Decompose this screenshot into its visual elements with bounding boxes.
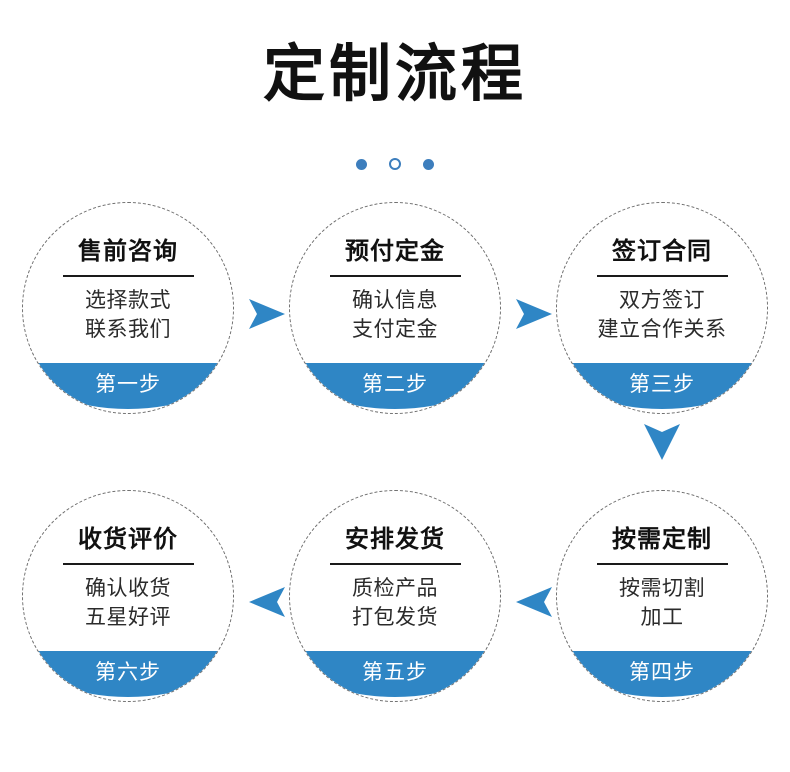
flow-row-bottom: 收货评价 确认收货 五星好评 第六步 安排发货 bbox=[0, 484, 790, 772]
flow-step-3-lines: 双方签订 建立合作关系 bbox=[598, 286, 727, 344]
flow-step-6-content: 收货评价 确认收货 五星好评 bbox=[23, 525, 233, 632]
flow-step-4-lines: 按需切割 加工 bbox=[619, 574, 705, 632]
flow-step-5-band: 第五步 bbox=[294, 651, 496, 697]
flow-row-top: 售前咨询 选择款式 联系我们 第一步 预付定金 bbox=[0, 196, 790, 484]
flow-step-5-title: 安排发货 bbox=[345, 526, 445, 553]
flow-step-1-divider bbox=[62, 275, 194, 277]
flow-step-1-circle: 售前咨询 选择款式 联系我们 第一步 bbox=[22, 202, 234, 414]
flow-step-4[interactable]: 按需定制 按需切割 加工 第四步 bbox=[556, 490, 768, 702]
flow-step-1-step-label: 第一步 bbox=[95, 372, 161, 396]
flow-step-1[interactable]: 售前咨询 选择款式 联系我们 第一步 bbox=[22, 202, 234, 414]
flow-step-6-title: 收货评价 bbox=[78, 526, 178, 553]
flow-step-1-title: 售前咨询 bbox=[78, 238, 178, 265]
dot-filled-left bbox=[356, 158, 367, 170]
flow-step-4-step-label: 第四步 bbox=[629, 660, 695, 684]
flow-step-1-lines: 选择款式 联系我们 bbox=[85, 286, 171, 344]
arrow-left-icon-step5-step6 bbox=[245, 584, 289, 620]
flow-step-5[interactable]: 安排发货 质检产品 打包发货 第五步 bbox=[289, 490, 501, 702]
flow-step-2-step-label: 第二步 bbox=[362, 372, 428, 396]
flow-step-2-line-1: 确认信息 bbox=[352, 289, 438, 312]
dot-hollow-center bbox=[389, 158, 401, 170]
flow-step-4-circle: 按需定制 按需切割 加工 第四步 bbox=[556, 490, 768, 702]
flow-step-3-title: 签订合同 bbox=[612, 238, 712, 265]
flow-step-3-line-1: 双方签订 bbox=[619, 289, 705, 312]
arrow-right-icon-step2-step3 bbox=[512, 296, 556, 332]
flow-step-4-line-2: 加工 bbox=[640, 606, 684, 629]
flow-step-5-line-1: 质检产品 bbox=[352, 577, 438, 600]
customization-flow-diagram: 售前咨询 选择款式 联系我们 第一步 预付定金 bbox=[0, 196, 790, 772]
flow-step-6-step-label: 第六步 bbox=[95, 660, 161, 684]
arrow-right-icon-step1-step2 bbox=[245, 296, 289, 332]
flow-step-2-content: 预付定金 确认信息 支付定金 bbox=[290, 237, 500, 344]
flow-step-6-line-2: 五星好评 bbox=[85, 606, 171, 629]
arrow-left-icon-step4-step5 bbox=[512, 584, 556, 620]
flow-step-4-content: 按需定制 按需切割 加工 bbox=[557, 525, 767, 632]
flow-step-2-circle: 预付定金 确认信息 支付定金 第二步 bbox=[289, 202, 501, 414]
flow-step-1-band: 第一步 bbox=[27, 363, 229, 409]
flow-step-6-lines: 确认收货 五星好评 bbox=[85, 574, 171, 632]
flow-step-3-divider bbox=[596, 275, 728, 277]
flow-step-1-line-1: 选择款式 bbox=[85, 289, 171, 312]
flow-step-5-line-2: 打包发货 bbox=[352, 606, 438, 629]
flow-step-5-circle: 安排发货 质检产品 打包发货 第五步 bbox=[289, 490, 501, 702]
arrow-down-icon-step3-step4 bbox=[641, 420, 683, 464]
flow-step-3[interactable]: 签订合同 双方签订 建立合作关系 第三步 bbox=[556, 202, 768, 414]
flow-step-6-divider bbox=[62, 563, 194, 565]
flow-step-2-line-2: 支付定金 bbox=[352, 318, 438, 341]
flow-step-4-title: 按需定制 bbox=[612, 526, 712, 553]
flow-step-1-line-2: 联系我们 bbox=[85, 318, 171, 341]
flow-step-3-line-2: 建立合作关系 bbox=[597, 318, 727, 341]
flow-step-6-line-1: 确认收货 bbox=[85, 577, 171, 600]
flow-step-3-step-label: 第三步 bbox=[629, 372, 695, 396]
dot-filled-right bbox=[423, 158, 434, 170]
flow-step-5-divider bbox=[329, 563, 461, 565]
flow-step-4-line-1: 按需切割 bbox=[619, 577, 705, 600]
flow-step-2[interactable]: 预付定金 确认信息 支付定金 第二步 bbox=[289, 202, 501, 414]
flow-step-4-divider bbox=[596, 563, 728, 565]
flow-step-2-band: 第二步 bbox=[294, 363, 496, 409]
flow-step-6-circle: 收货评价 确认收货 五星好评 第六步 bbox=[22, 490, 234, 702]
flow-step-2-title: 预付定金 bbox=[345, 238, 445, 265]
flow-step-3-circle: 签订合同 双方签订 建立合作关系 第三步 bbox=[556, 202, 768, 414]
flow-step-4-band: 第四步 bbox=[561, 651, 763, 697]
flow-step-5-content: 安排发货 质检产品 打包发货 bbox=[290, 525, 500, 632]
flow-step-5-lines: 质检产品 打包发货 bbox=[352, 574, 438, 632]
flow-step-5-step-label: 第五步 bbox=[362, 660, 428, 684]
flow-step-3-content: 签订合同 双方签订 建立合作关系 bbox=[557, 237, 767, 344]
flow-step-6[interactable]: 收货评价 确认收货 五星好评 第六步 bbox=[22, 490, 234, 702]
flow-step-6-band: 第六步 bbox=[27, 651, 229, 697]
decorative-dots bbox=[0, 158, 790, 170]
flow-step-2-lines: 确认信息 支付定金 bbox=[352, 286, 438, 344]
flow-step-2-divider bbox=[329, 275, 461, 277]
page-title: 定制流程 bbox=[262, 40, 527, 109]
flow-step-3-band: 第三步 bbox=[561, 363, 763, 409]
flow-step-1-content: 售前咨询 选择款式 联系我们 bbox=[23, 237, 233, 344]
